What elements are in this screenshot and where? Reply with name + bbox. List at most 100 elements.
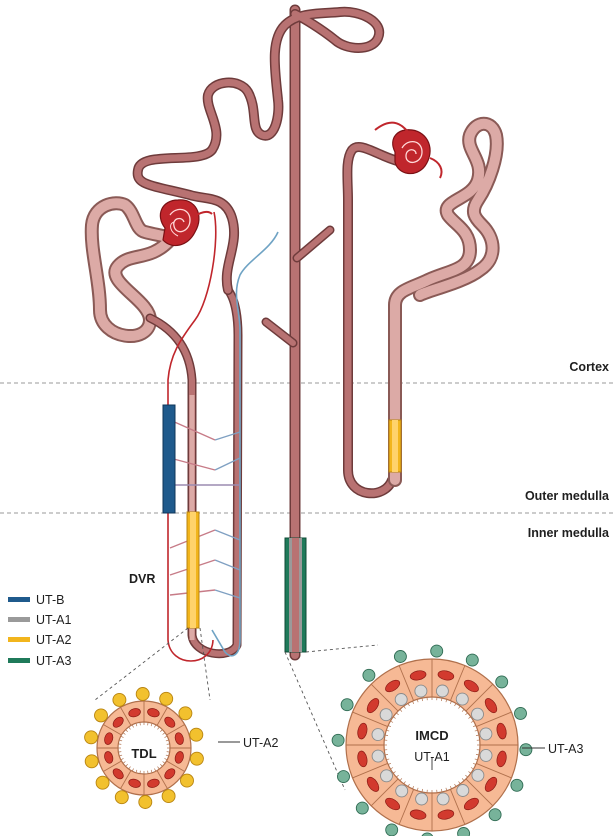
ut-a1-transporter xyxy=(435,684,449,698)
legend-label-ut-a2: UT-A2 xyxy=(36,633,71,647)
imcd-cross-section xyxy=(331,644,533,836)
ut-a1-transporter xyxy=(479,748,493,762)
cell-boundary xyxy=(476,711,512,728)
microvillus xyxy=(125,729,128,732)
microvillus xyxy=(403,705,406,709)
microvillus xyxy=(407,783,410,787)
cell-boundary xyxy=(156,707,168,726)
microvillus xyxy=(131,768,134,772)
microvillus xyxy=(386,758,390,761)
ut-a3-transporter xyxy=(385,823,399,836)
zone-label-inner-medulla: Inner medulla xyxy=(528,526,610,540)
microvillus xyxy=(445,787,448,791)
cell-nucleus xyxy=(112,716,124,728)
microvillus xyxy=(458,781,461,785)
microvillus xyxy=(166,751,170,753)
ut-a1-transporter xyxy=(456,784,470,797)
ut-a3-transporter xyxy=(488,808,502,822)
microvillus xyxy=(475,734,480,736)
microvillus xyxy=(454,703,457,707)
ut-a2-transporter xyxy=(84,754,99,769)
cell-nucleus xyxy=(496,722,507,740)
ut-a1-transporter xyxy=(479,727,493,741)
zone-label-cortex: Cortex xyxy=(569,360,609,374)
long-loop-nephron xyxy=(84,6,385,659)
microvillus xyxy=(407,703,410,707)
short-loop-nephron xyxy=(342,116,504,499)
cell-boundary xyxy=(449,665,466,701)
microvillus xyxy=(465,774,468,778)
ut-a1-transporter xyxy=(415,792,429,806)
ut-a3-transporter xyxy=(331,733,345,747)
microvillus xyxy=(416,699,419,703)
imcd-inner-label: UT-A1 xyxy=(414,750,449,764)
microvillus xyxy=(139,770,141,774)
microvillus xyxy=(147,722,149,726)
cell-nucleus xyxy=(104,732,114,745)
ut-a2-transporter xyxy=(180,773,194,788)
ut-a2-transporter xyxy=(189,751,204,766)
ut-a3-transporter xyxy=(337,770,350,784)
microvillus xyxy=(399,709,403,712)
ut-a3-transporter xyxy=(514,706,527,720)
cell-nucleus xyxy=(174,732,184,745)
microvillus xyxy=(125,764,128,767)
cell-nucleus xyxy=(484,698,498,714)
cell-boundary xyxy=(103,724,122,736)
cell-boundary xyxy=(352,762,388,779)
cell-nucleus xyxy=(164,768,176,780)
ut-a3-transporter xyxy=(519,743,533,757)
legend-item-ut-b: UT-B xyxy=(8,593,64,607)
microvillus xyxy=(166,743,170,745)
cell-boundary xyxy=(166,760,185,772)
cell-boundary xyxy=(476,762,512,779)
ut-a1-transporter xyxy=(380,769,393,783)
microvillus xyxy=(164,735,168,738)
microvillus xyxy=(461,778,465,781)
microvillus xyxy=(150,723,153,727)
cell-boundary xyxy=(120,770,132,789)
ut-a2-transporter xyxy=(178,706,193,721)
cell-nucleus xyxy=(104,751,114,764)
ut-a3-transporter xyxy=(393,650,407,663)
zoom-guides xyxy=(94,627,379,791)
microvillus xyxy=(458,705,461,709)
tdl-cross-section xyxy=(84,687,204,809)
microvillus xyxy=(122,761,126,764)
ut-a2-transporter xyxy=(189,727,204,742)
cell-nucleus xyxy=(357,722,368,740)
ut-a3-transporter xyxy=(457,827,471,836)
ut-a2-transporter xyxy=(84,730,99,745)
legend-swatch-ut-a1 xyxy=(8,617,30,622)
legend-item-ut-a1: UT-A1 xyxy=(8,613,71,627)
legend-label-ut-a3: UT-A3 xyxy=(36,654,71,668)
cell-nucleus xyxy=(385,679,401,693)
microvillus xyxy=(139,722,141,726)
lumen xyxy=(383,696,481,794)
microvillus xyxy=(154,724,157,728)
ut-a3-segment-imcd xyxy=(284,537,307,653)
microvillus xyxy=(162,761,166,764)
microvillus xyxy=(470,720,474,723)
microvillus xyxy=(387,762,392,765)
microvillus xyxy=(412,700,415,705)
ut-a3-transporter xyxy=(362,668,376,682)
cell-boundary xyxy=(103,760,122,772)
microvillus xyxy=(154,768,157,772)
microvillus xyxy=(421,788,423,793)
cell-boundary xyxy=(465,778,494,807)
microvillus xyxy=(165,754,169,757)
microvillus xyxy=(445,699,448,703)
microvillus xyxy=(128,726,131,730)
microvillus xyxy=(122,732,126,735)
ut-a2-segment-tdl xyxy=(186,511,200,629)
microvillus xyxy=(392,771,396,774)
microvillus xyxy=(157,766,160,770)
ut-a1-transporter xyxy=(395,784,409,798)
microvillus xyxy=(120,758,124,761)
microvillus xyxy=(118,743,122,745)
cell-boundary xyxy=(465,683,494,712)
microvillus xyxy=(164,758,168,761)
cell-boundary xyxy=(166,724,185,736)
cell-nucleus xyxy=(357,750,368,768)
